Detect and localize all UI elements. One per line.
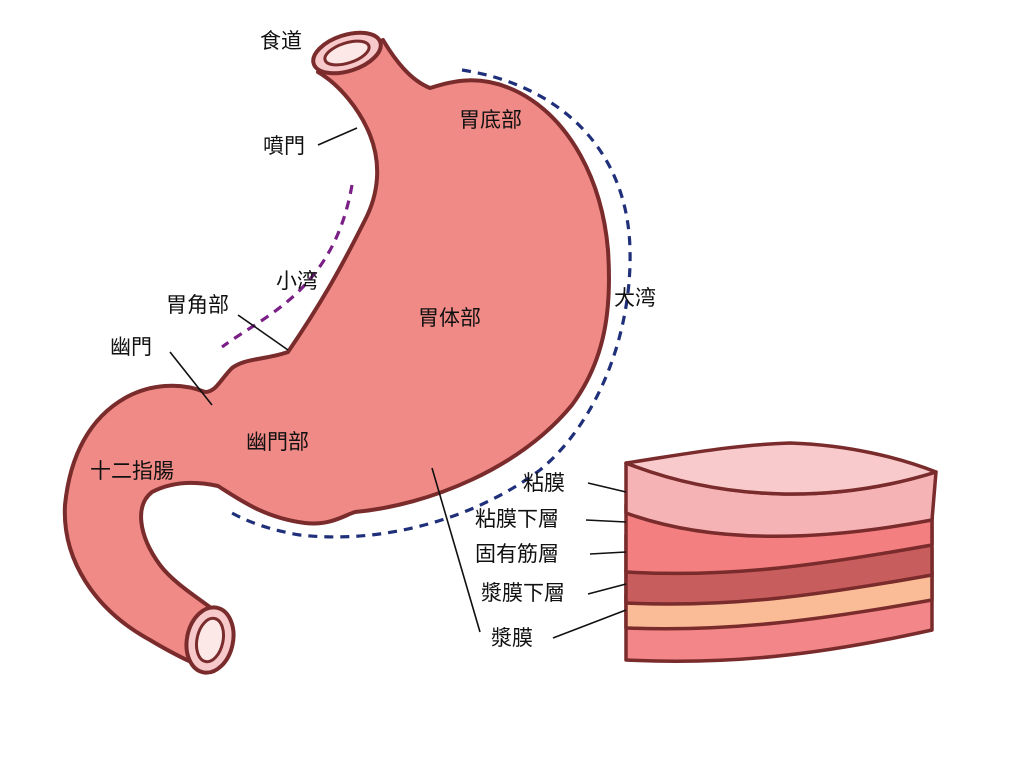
label-cardia: 噴門: [263, 134, 305, 158]
leader-subserosa: [587, 583, 627, 595]
label-layer-muscularis: 固有筋層: [475, 542, 559, 566]
leader-cardia: [317, 127, 358, 146]
leader-angular: [237, 314, 289, 351]
greater-curvature-dashed-line: [229, 68, 632, 539]
label-antrum: 幽門部: [246, 430, 309, 454]
label-angular: 胃角部: [166, 293, 229, 317]
label-layer-serosa: 漿膜: [491, 626, 533, 650]
leader-serosa: [552, 609, 627, 639]
esophagus-lumen: [323, 39, 371, 67]
leader-submucosa: [585, 519, 627, 523]
label-layer-subserosa: 漿膜下層: [481, 581, 565, 605]
layer-mucosa-top: [624, 441, 938, 496]
lesser-curvature-dashed-line: [221, 184, 354, 349]
label-esophagus: 食道: [260, 29, 302, 53]
label-layer-mucosa: 粘膜: [523, 471, 565, 495]
label-duodenum: 十二指腸: [90, 459, 174, 483]
leader-pylorus: [169, 351, 213, 406]
leader-muscularis: [589, 551, 627, 555]
label-greater-curvature: 大湾: [614, 286, 656, 310]
label-pylorus: 幽門: [110, 335, 152, 359]
leader-wall-block: [431, 467, 481, 633]
label-body: 胃体部: [418, 306, 481, 330]
wall-layer-block: [624, 441, 938, 663]
label-lesser-curvature: 小湾: [276, 269, 318, 293]
label-layer-submucosa: 粘膜下層: [475, 507, 559, 531]
leader-mucosa: [587, 482, 627, 493]
label-fundus: 胃底部: [459, 108, 522, 132]
stomach-body-shape: [62, 38, 612, 670]
duodenum-lumen: [194, 616, 226, 664]
